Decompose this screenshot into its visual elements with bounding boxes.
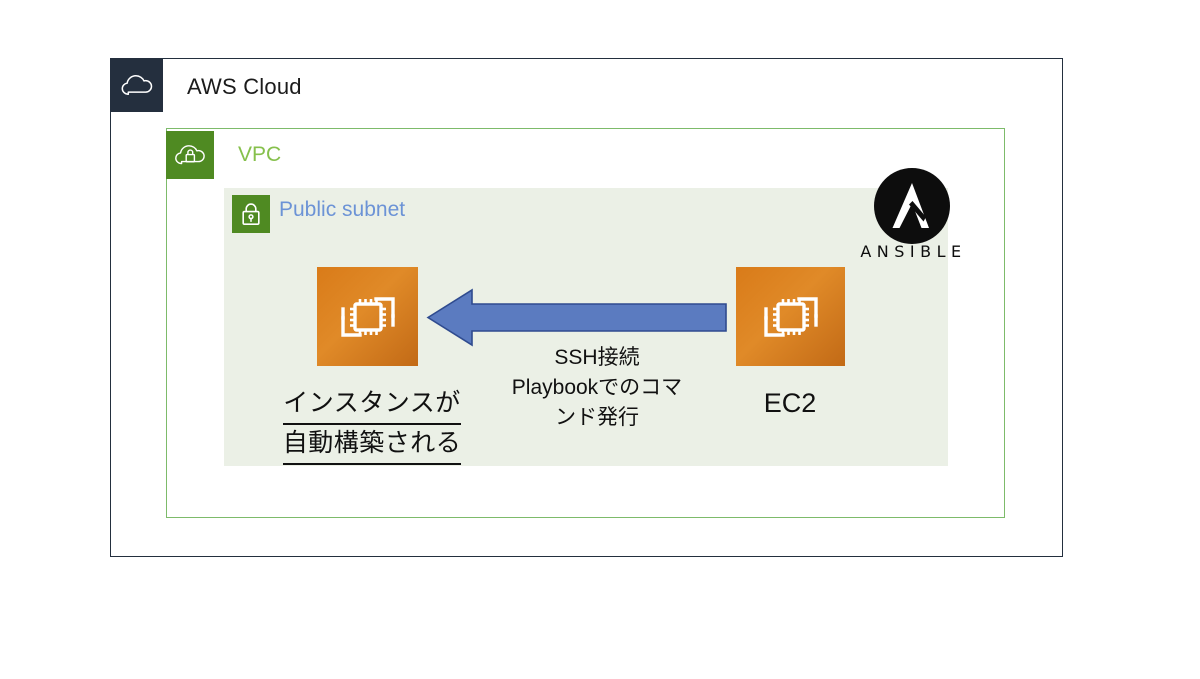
ssh-label-line-2: Playbookでのコマ bbox=[511, 376, 683, 399]
target-instance-label: インスタンスが 自動構築される bbox=[252, 385, 492, 465]
vpc-cloud-lock-icon bbox=[166, 131, 214, 179]
vpc-container bbox=[166, 128, 1005, 518]
ansible-wordmark: ANSIBLE bbox=[860, 242, 967, 261]
aws-cloud-icon bbox=[110, 58, 163, 112]
target-instance-label-line-1: インスタンスが bbox=[283, 385, 461, 425]
ec2-instance-icon-controller bbox=[736, 267, 845, 366]
ssh-label-line-1: SSH接続 bbox=[554, 346, 640, 369]
ec2-node-label: EC2 bbox=[763, 388, 817, 418]
public-subnet-label: Public subnet bbox=[279, 198, 406, 221]
ssh-label-line-3: ンド発行 bbox=[555, 406, 639, 429]
ssh-connection-label: SSH接続 Playbookでのコマ ンド発行 bbox=[483, 343, 711, 433]
vpc-label: VPC bbox=[238, 143, 282, 166]
target-instance-label-line-2: 自動構築される bbox=[282, 425, 462, 465]
aws-cloud-label: AWS Cloud bbox=[187, 74, 302, 99]
ansible-logo: ANSIBLE bbox=[846, 168, 981, 263]
ssh-connection-arrow bbox=[426, 287, 728, 348]
ec2-instance-icon-target bbox=[317, 267, 418, 366]
subnet-lock-icon bbox=[232, 195, 270, 233]
ansible-logo-icon bbox=[874, 168, 950, 244]
